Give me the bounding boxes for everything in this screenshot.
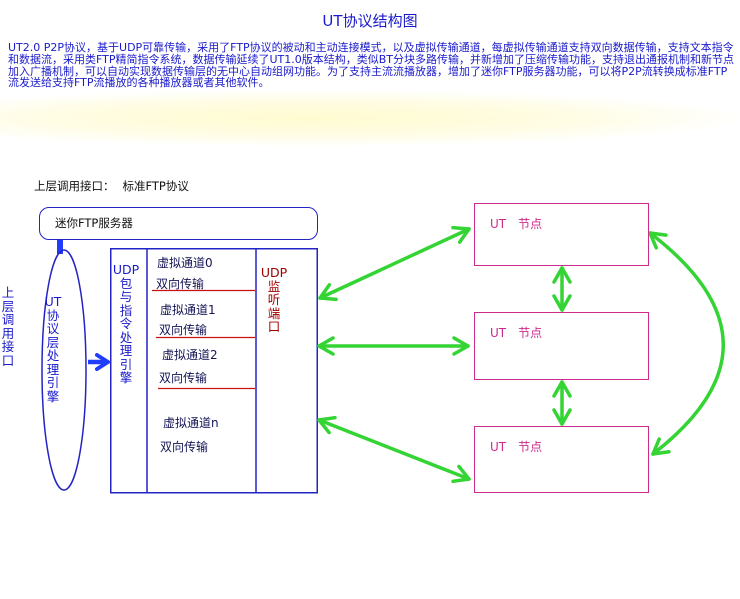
vertical-text-glyph: 用	[1, 325, 15, 341]
channel-name: 虚拟通道2	[162, 348, 218, 362]
channel-name: 虚拟通道n	[163, 416, 219, 430]
side-interface-label: 上层调用接口	[0, 286, 16, 367]
channel-block-frame	[110, 248, 318, 494]
upper-interface-line: 上层调用接口： 标准FTP协议	[34, 178, 189, 194]
ut-node-label: UT 节点	[490, 217, 543, 231]
channel-mode: 双向传输	[159, 371, 208, 385]
vertical-text-glyph: 引	[119, 356, 133, 372]
vertical-text-glyph: UT	[44, 294, 62, 309]
upper-interface-protocol: 标准FTP协议	[122, 179, 189, 193]
vertical-text-glyph: UDP	[260, 265, 288, 280]
ut-node-label: UT 节点	[490, 326, 543, 340]
protocol-engine-ellipse	[41, 249, 87, 491]
ut-node-2: UT 节点	[474, 312, 649, 380]
channel-mode: 双向传输	[159, 323, 208, 337]
vertical-text-glyph: 听	[267, 292, 281, 307]
channel-mode: 双向传输	[156, 277, 205, 291]
ut-node-3: UT 节点	[474, 426, 649, 493]
vertical-text-glyph: 理	[46, 361, 60, 377]
vertical-text-glyph: 层	[1, 298, 15, 314]
link-port-node-1	[318, 225, 471, 302]
vertical-text-glyph: 口	[1, 352, 15, 368]
ut-node-label: UT 节点	[490, 440, 543, 454]
channel-mode: 双向传输	[160, 440, 209, 454]
vertical-text-glyph: 包	[119, 275, 133, 291]
vertical-text-glyph: 议	[46, 321, 60, 336]
vertical-text-glyph: 令	[119, 316, 133, 331]
vertical-text-glyph: UDP	[112, 262, 140, 277]
link-node-1-node-3-curve	[648, 231, 725, 456]
vertical-text-glyph: 擎	[119, 370, 133, 385]
diagram-title: UT协议结构图	[322, 12, 418, 30]
vertical-text-glyph: 处	[119, 329, 133, 345]
vertical-text-glyph: 处	[46, 348, 60, 363]
vertical-text-glyph: 引	[46, 375, 60, 390]
vertical-text-glyph: 指	[119, 302, 133, 318]
vertical-text-glyph: 监	[267, 278, 281, 294]
vertical-text-glyph: 与	[119, 289, 133, 304]
ut-node-1: UT 节点	[474, 203, 649, 266]
vertical-text-glyph: 端	[267, 305, 281, 321]
mini-ftp-server-box: 迷你FTP服务器	[39, 207, 318, 240]
mini-ftp-server-label: 迷你FTP服务器	[55, 216, 133, 230]
upper-interface-caption: 上层调用接口：	[34, 179, 115, 193]
description-paragraph: UT2.0 P2P协议，基于UDP可靠传输，采用了FTP协议的被动和主动连接模式…	[8, 41, 735, 90]
channel-name: 虚拟通道1	[160, 303, 216, 317]
channel-name: 虚拟通道0	[157, 256, 213, 270]
link-port-node-3	[317, 415, 471, 484]
vertical-text-glyph: 上	[1, 285, 15, 300]
vertical-text-glyph: 接	[1, 339, 15, 354]
vertical-text-glyph: 口	[267, 319, 281, 334]
vertical-text-glyph: 调	[1, 312, 15, 327]
highlight-band	[0, 90, 740, 146]
vertical-text-glyph: 理	[119, 343, 133, 358]
vertical-text-glyph: 层	[46, 334, 60, 350]
vertical-text-glyph: 协	[46, 307, 60, 323]
vertical-text-glyph: 擎	[46, 388, 60, 404]
